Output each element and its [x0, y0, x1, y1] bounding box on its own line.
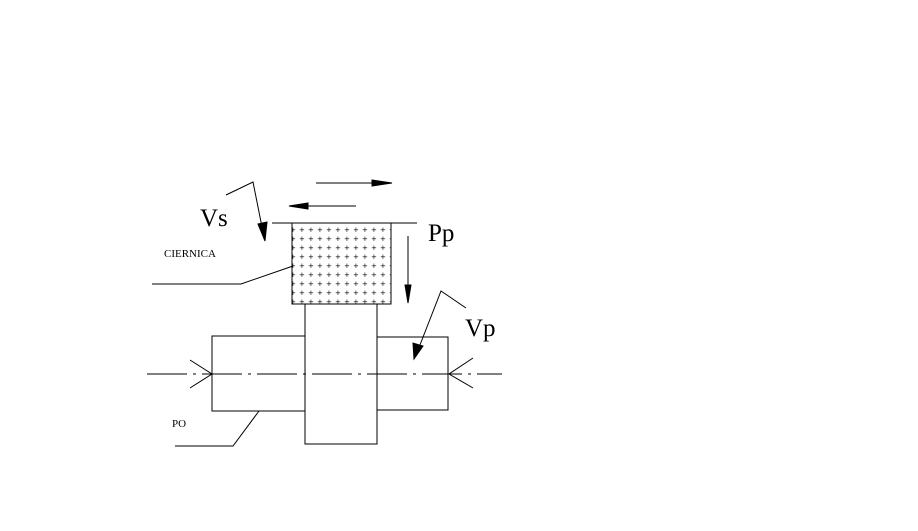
label-workpiece: PO [172, 418, 187, 430]
label-grinding-wheel: CIERNICA [164, 248, 216, 260]
label-vp: Vp [465, 315, 496, 342]
left-center [189, 359, 213, 389]
label-pp: Pp [428, 220, 455, 247]
vp-leader [417, 290, 467, 351]
grinding-wheel [291, 222, 392, 305]
po-leader [175, 410, 260, 447]
vs-leader [225, 181, 264, 233]
right-center [448, 357, 474, 389]
ciernica-leader [152, 265, 294, 285]
label-vs: Vs [200, 205, 228, 232]
